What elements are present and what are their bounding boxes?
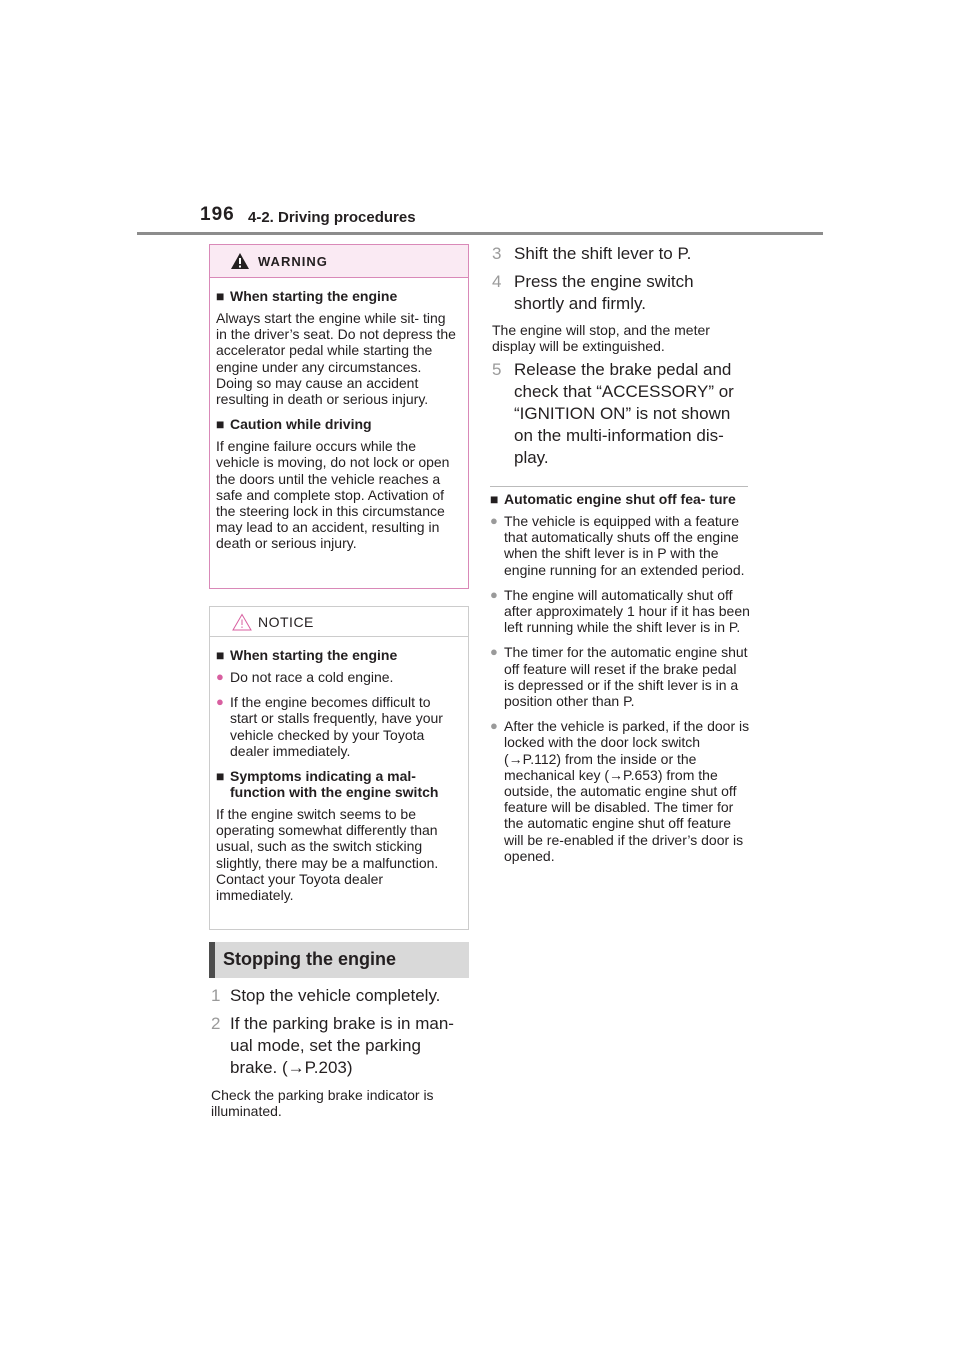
step-2-note: Check the parking brake indicator is ill… — [211, 1087, 434, 1119]
notice-bullet: ●Do not race a cold engine. — [216, 669, 394, 685]
warning-subheading-1: ■When starting the engine — [216, 288, 398, 304]
auto-shutoff-heading: ■Automatic engine shut off fea- ture — [490, 491, 736, 507]
warning-box: WARNING ■When starting the engine Always… — [209, 244, 469, 589]
notice-bullet: ●If the engine becomes difficult to star… — [216, 694, 443, 759]
section-header: 4-2. Driving procedures — [248, 209, 416, 226]
auto-shutoff-bullet: ●The vehicle is equipped with a feature … — [490, 513, 745, 578]
warning-header: WARNING — [210, 245, 468, 278]
warning-text-1: Always start the engine while sit- ting … — [216, 310, 456, 408]
notice-subheading-1: ■When starting the engine — [216, 647, 398, 663]
warning-label: WARNING — [258, 254, 328, 269]
warning-text-2: If engine failure occurs while the vehic… — [216, 438, 450, 552]
auto-shutoff-bullet: ●After the vehicle is parked, if the doo… — [490, 718, 750, 864]
section-title: Stopping the engine — [209, 942, 469, 978]
warning-triangle-icon — [231, 253, 249, 269]
notice-triangle-icon — [232, 613, 252, 631]
header-rule — [137, 232, 823, 235]
warning-subheading-2: ■Caution while driving — [216, 416, 372, 433]
notice-header: NOTICE — [210, 607, 468, 637]
auto-shutoff-bullet: ●The timer for the automatic engine shut… — [490, 644, 748, 710]
step-4-note: The engine will stop, and the meter disp… — [492, 322, 710, 354]
divider — [490, 486, 748, 487]
auto-shutoff-bullet: ●The engine will automatically shut off … — [490, 586, 750, 636]
auto-shutoff-section: ■Automatic engine shut off fea- ture ●Th… — [490, 491, 750, 873]
notice-box: NOTICE ■When starting the engine ●Do not… — [209, 606, 469, 930]
notice-label: NOTICE — [258, 614, 314, 630]
notice-text-2: If the engine switch seems to be operati… — [216, 806, 439, 904]
page-number: 196 — [200, 204, 235, 225]
notice-subheading-2: ■Symptoms indicating a mal- function wit… — [216, 768, 439, 801]
